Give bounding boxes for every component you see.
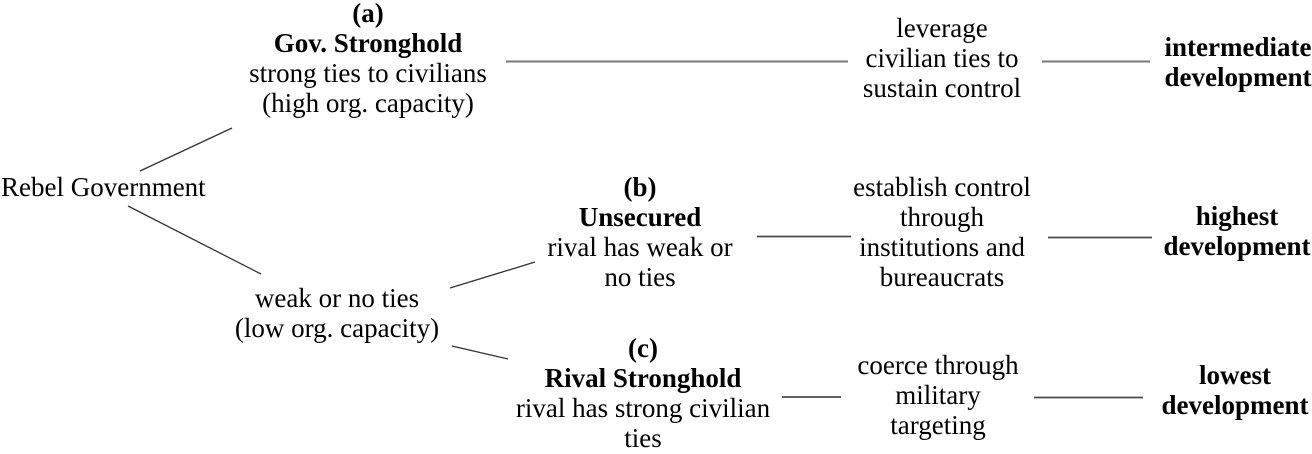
mechanism-c-line: coerce through [857, 350, 1019, 380]
node-b-title: Unsecured [578, 202, 702, 232]
mechanism-c: coerce through military targeting [857, 350, 1018, 440]
outcome-c-line: development [1161, 390, 1309, 420]
mechanism-b: establish control through institutions a… [853, 172, 1031, 292]
node-b: (b) Unsecured rival has weak or no ties [547, 172, 732, 292]
root-label: Rebel Government [1, 172, 206, 202]
mechanism-a: leverage civilian ties to sustain contro… [863, 13, 1021, 103]
node-a-title: Gov. Stronghold [273, 28, 463, 58]
root-node: Rebel Government [1, 172, 206, 202]
node-a-desc-line: (high org. capacity) [262, 88, 474, 118]
branch-low-label: weak or no ties (low org. capacity) [235, 283, 439, 343]
mechanism-a-line: civilian ties to [865, 43, 1019, 73]
node-c-desc-line: ties [624, 423, 662, 453]
outcome-b-line: development [1163, 231, 1311, 261]
node-a-desc-line: strong ties to civilians [249, 58, 487, 88]
mechanism-b-line: establish control [853, 172, 1031, 202]
outcome-a: intermediate development [1165, 32, 1312, 92]
mechanism-a-line: sustain control [862, 73, 1022, 103]
node-c: (c) Rival Stronghold rival has strong ci… [516, 333, 770, 453]
branch-line-rival [451, 345, 509, 360]
node-a-id: (a) [352, 0, 384, 28]
node-c-id: (c) [628, 333, 658, 363]
outcome-b-line: highest [1195, 201, 1279, 231]
node-b-id: (b) [623, 172, 657, 202]
node-a: (a) Gov. Stronghold strong ties to civil… [249, 0, 487, 118]
mechanism-b-line: bureaucrats [879, 262, 1005, 292]
mechanism-b-line: through [900, 202, 984, 232]
mechanism-c-line: targeting [890, 410, 986, 440]
mechanism-a-line: leverage [896, 13, 988, 43]
outcome-b: highest development [1164, 201, 1311, 261]
branch-low-line-1: weak or no ties [254, 283, 420, 313]
branch-low-line-2: (low org. capacity) [234, 313, 440, 343]
outcome-c: lowest development [1162, 360, 1309, 420]
outcome-a-line: development [1164, 62, 1312, 92]
mechanism-b-line: institutions and [859, 232, 1025, 262]
node-b-desc-line: no ties [604, 262, 676, 292]
branch-line-low [127, 205, 262, 275]
branch-line-unsecured [449, 261, 536, 289]
outcome-a-line: intermediate [1164, 32, 1312, 62]
node-c-desc-line: rival has strong civilian [515, 393, 771, 423]
outcome-c-line: lowest [1199, 360, 1271, 390]
branch-line-high [139, 127, 233, 172]
mechanism-c-line: military [895, 380, 981, 410]
node-b-desc-line: rival has weak or [547, 232, 733, 262]
node-c-title: Rival Stronghold [544, 363, 742, 393]
